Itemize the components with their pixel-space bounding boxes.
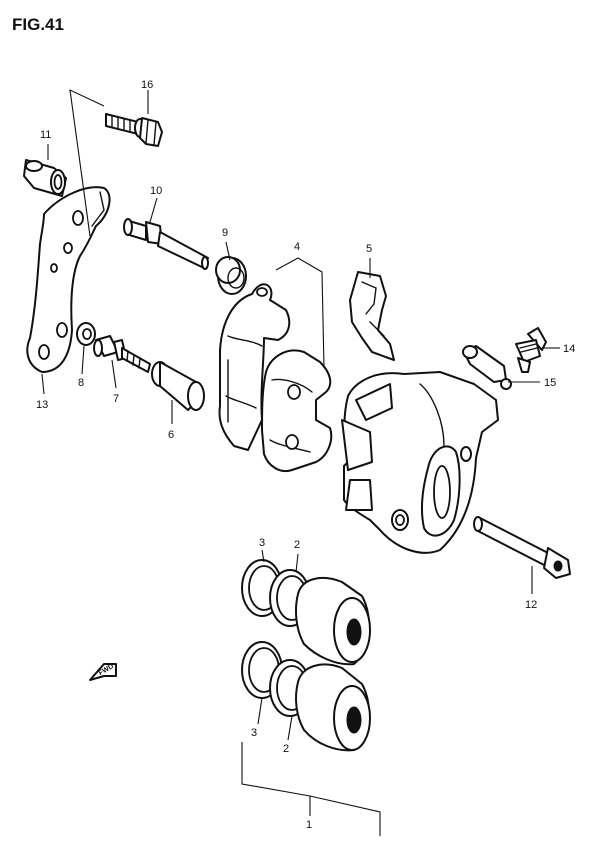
cap-15	[462, 345, 512, 390]
spring-clip-5	[349, 271, 395, 361]
callout-14: 14	[563, 343, 575, 355]
callout-3-lower: 3	[251, 727, 257, 739]
seal-set-upper	[241, 559, 371, 666]
callout-5: 5	[366, 243, 372, 255]
leader-lines	[41, 89, 560, 836]
callout-13: 13	[36, 399, 48, 411]
bracket-13	[26, 186, 111, 373]
callout-11: 11	[40, 129, 51, 141]
cap-9	[215, 256, 247, 295]
callout-2-lower: 2	[283, 743, 289, 755]
callout-6: 6	[168, 429, 174, 441]
callout-15: 15	[544, 377, 556, 389]
pin-6	[151, 361, 205, 411]
callout-16: 16	[141, 79, 153, 91]
callout-12: 12	[525, 599, 537, 611]
collar-11	[23, 159, 67, 197]
callout-10: 10	[150, 185, 162, 197]
callout-4: 4	[294, 241, 300, 253]
callout-7: 7	[113, 393, 119, 405]
figure-title: FIG.41	[12, 15, 64, 34]
callout-9: 9	[222, 227, 228, 239]
bleeder-valve-14	[515, 327, 547, 373]
callout-8: 8	[78, 377, 84, 389]
forward-direction-marker: FWD	[89, 663, 117, 681]
pin-bolt-12	[473, 516, 571, 579]
washer-8	[76, 322, 96, 346]
caliper-body	[341, 371, 499, 554]
callout-1: 1	[306, 819, 312, 831]
pin-10	[123, 218, 209, 270]
callout-2-upper: 2	[294, 539, 300, 551]
bolt-7	[93, 335, 151, 373]
brake-pads-4	[218, 283, 333, 472]
bolt-16	[105, 113, 163, 147]
seal-set-lower	[241, 641, 371, 752]
callout-numbers: 16 11 10 9 4 5 14 15 8 7 6 13 12 3 2 3 2…	[36, 79, 575, 831]
callout-3-upper: 3	[259, 537, 265, 549]
